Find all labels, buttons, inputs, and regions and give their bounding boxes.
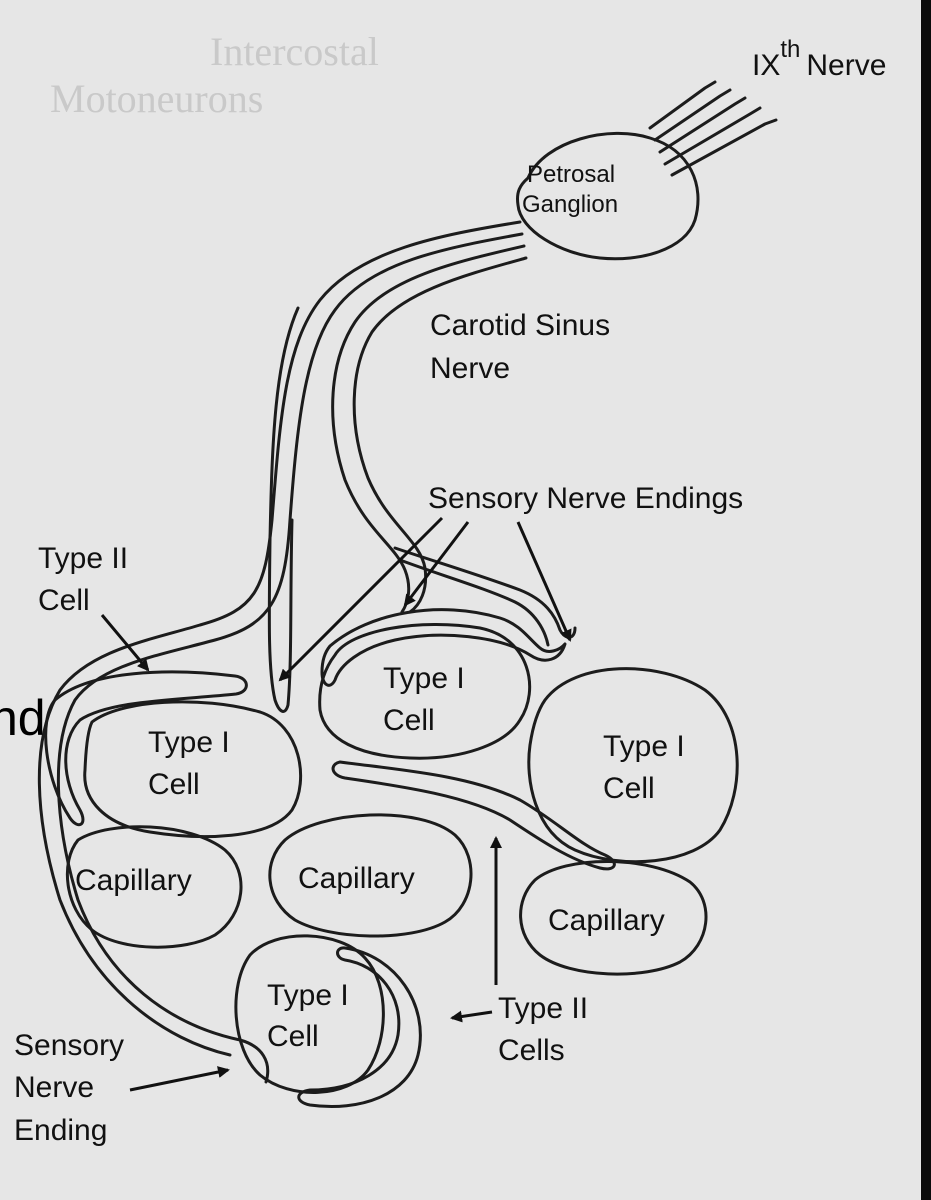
label-type2-cells-line2: Cells: [498, 1034, 565, 1067]
arrow-sensory-ending-1: [278, 516, 444, 682]
label-sensory-ending-line1: Sensory: [14, 1029, 124, 1062]
petrosal-ganglion: [516, 131, 700, 261]
label-type2-cells-line1: Type II: [498, 992, 588, 1025]
carotid-sinus-nerve: [37, 220, 577, 1084]
label-petrosal-ganglion-line1: Petrosal: [527, 161, 615, 188]
type2-cell-center-wrap: [320, 608, 567, 687]
label-sensory-ending-line3: Ending: [14, 1114, 107, 1147]
label-type1-right-line2: Cell: [603, 772, 655, 805]
label-type1-left-line2: Cell: [148, 768, 200, 801]
type2-cell-bottom-crescent: [297, 946, 422, 1109]
capillary-right: [519, 860, 708, 976]
arrow-sensory-ending-bottom: [129, 1066, 230, 1092]
capillary-middle: [268, 813, 473, 938]
label-type2-cell-line1: Type II: [38, 542, 128, 575]
label-type1-bottom-line2: Cell: [267, 1020, 319, 1053]
bg-text-motoneurons: Motoneurons: [50, 76, 263, 121]
label-type1-center-line1: Type I: [383, 662, 465, 695]
type1-cell-bottom: [234, 934, 385, 1094]
type1-cell-left: [83, 700, 303, 838]
type1-cell-right: [527, 667, 739, 864]
label-capillary-right: Capillary: [548, 904, 665, 937]
arrow-type2-cells-left: [450, 1010, 493, 1023]
arrow-sensory-ending-3: [516, 521, 572, 642]
label-type2-cell-line2: Cell: [38, 584, 90, 617]
arrow-sensory-ending-2: [403, 521, 470, 607]
label-capillary-middle: Capillary: [298, 862, 415, 895]
label-petrosal-ganglion-line2: Ganglion: [522, 191, 618, 218]
label-sensory-nerve-endings: Sensory Nerve Endings: [428, 482, 743, 515]
type2-cell-lower-band: [331, 760, 616, 871]
label-type1-bottom-line1: Type I: [267, 979, 349, 1012]
label-capillary-left: Capillary: [75, 864, 192, 897]
arrow-type2-cell: [100, 614, 150, 672]
label-type1-center-line2: Cell: [383, 704, 435, 737]
bg-text-intercostal: Intercostal: [210, 29, 379, 74]
label-carotid-sinus-line2: Nerve: [430, 352, 510, 385]
label-sensory-ending-line2: Nerve: [14, 1071, 94, 1104]
label-type1-left-line1: Type I: [148, 726, 230, 759]
label-type1-right-line1: Type I: [603, 730, 685, 763]
type1-cell-center: [318, 622, 532, 760]
capillary-left: [65, 825, 243, 949]
type2-cell-upper-left: [44, 670, 248, 827]
right-edge-strip: [921, 0, 931, 1200]
edge-text-fragment: nd: [0, 690, 46, 746]
ix-nerve-fibers: [648, 80, 778, 177]
label-carotid-sinus-line1: Carotid Sinus: [430, 309, 610, 342]
